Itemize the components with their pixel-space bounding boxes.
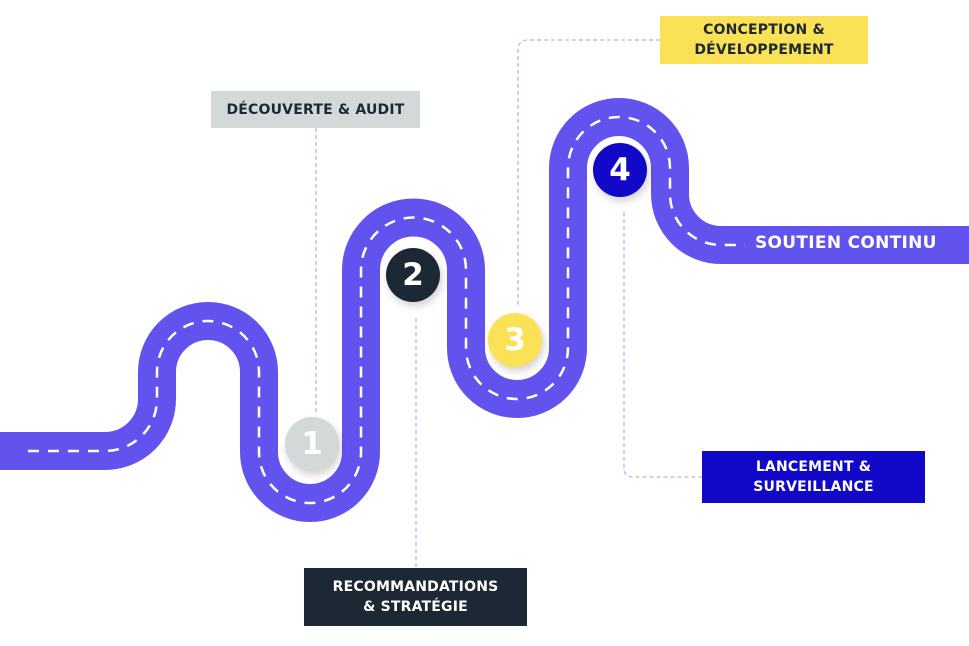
step-marker-3: 3 <box>488 313 542 367</box>
step-label-3: CONCEPTION & DÉVELOPPEMENT <box>660 16 868 64</box>
leader-lines <box>315 39 702 568</box>
step-marker-2: 2 <box>386 248 440 302</box>
step-marker-4: 4 <box>593 143 647 197</box>
leader-line-3 <box>517 39 660 308</box>
step-marker-1: 1 <box>285 417 339 471</box>
road-center-dashes <box>28 115 745 505</box>
end-label: SOUTIEN CONTINU <box>755 233 937 253</box>
road <box>0 98 969 522</box>
step-label-2: RECOMMANDATIONS & STRATÉGIE <box>304 568 527 626</box>
step-label-4: LANCEMENT & SURVEILLANCE <box>702 451 925 503</box>
step-label-1: DÉCOUVERTE & AUDIT <box>211 91 420 128</box>
